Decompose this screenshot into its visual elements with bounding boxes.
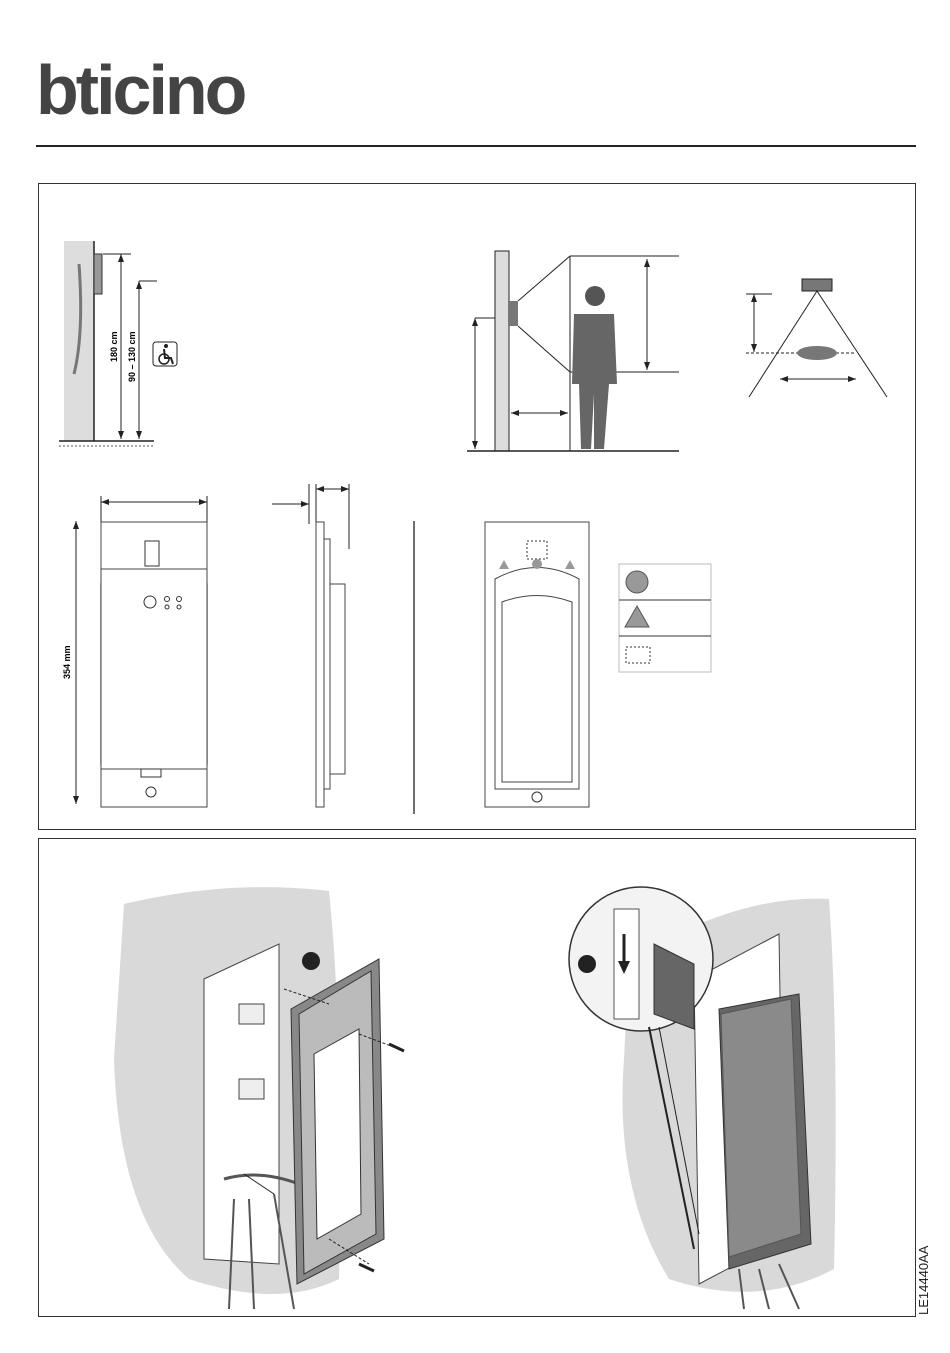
wall-height-diagram [59,241,157,446]
mounting-diagram [39,839,915,1316]
label-height-range: 90 – 130 cm [127,331,137,382]
viewing-angle-diagram [467,251,679,451]
dimensions-diagram: 180 cm 90 – 130 cm [39,184,915,829]
front-view-drawing [73,496,207,807]
panel-mounting-steps [38,838,916,1317]
brand-logo: bticino [36,55,244,125]
wheelchair-icon [153,342,177,366]
label-height-total: 180 cm [109,331,119,362]
step-2-marker [578,955,596,973]
label-product-height: 354 mm [62,645,72,679]
circle-marker-icon [626,571,648,593]
marker-legend [619,564,711,672]
header-rule [36,145,916,147]
back-view-drawing [485,522,589,807]
step-1-marker [302,952,320,970]
panel-installation-dimensions: 180 cm 90 – 130 cm [38,183,916,830]
detection-cone-diagram [746,279,887,397]
side-view-drawing [272,484,349,807]
document-code: LE14440AA [916,1246,931,1315]
